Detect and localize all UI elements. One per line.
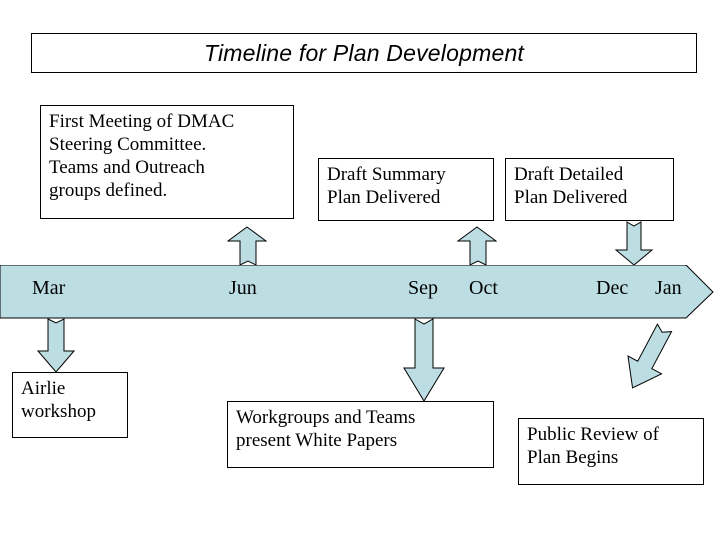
slide-title-box: Timeline for Plan Development (31, 33, 697, 73)
arrow-down-workgroups-icon (402, 318, 446, 404)
callout-line: Teams and Outreach (49, 157, 205, 178)
callout-line: Plan Delivered (514, 187, 628, 208)
callout-line: workshop (21, 401, 96, 422)
callout-line: present White Papers (236, 430, 398, 451)
callout-line: Airlie (21, 378, 66, 399)
callout-first-meeting: First Meeting of DMAC Steering Committee… (40, 105, 294, 219)
month-label-oct: Oct (469, 277, 498, 299)
callout-line: Plan Begins (527, 447, 619, 468)
callout-line: Steering Committee. (49, 134, 207, 155)
callout-line: Plan Delivered (327, 187, 441, 208)
callout-line: groups defined. (49, 180, 168, 201)
callout-line: Draft Detailed (514, 164, 624, 185)
callout-line: Workgroups and Teams (236, 407, 416, 428)
month-label-sep: Sep (408, 277, 438, 299)
callout-draft-detailed: Draft Detailed Plan Delivered (505, 158, 674, 221)
arrow-down-draft-detailed-icon (614, 221, 654, 267)
month-label-jan: Jan (655, 277, 682, 299)
callout-line: Draft Summary (327, 164, 446, 185)
arrow-up-draft-summary-icon (457, 226, 497, 266)
callout-workgroups: Workgroups and Teams present White Paper… (227, 401, 494, 468)
month-label-mar: Mar (32, 277, 66, 299)
timeline-arrow-shape (0, 265, 714, 319)
callout-public-review: Public Review of Plan Begins (518, 418, 704, 485)
callout-line: First Meeting of DMAC (49, 111, 235, 132)
page-title: Timeline for Plan Development (203, 39, 525, 66)
callout-airlie-workshop: Airlie workshop (12, 372, 128, 438)
arrow-down-airlie-icon (36, 318, 76, 374)
timeline-band (0, 265, 714, 319)
callout-draft-summary: Draft Summary Plan Delivered (318, 158, 494, 221)
callout-line: Public Review of (527, 424, 659, 445)
arrow-down-left-public-review-icon (613, 322, 683, 400)
month-label-dec: Dec (596, 277, 629, 299)
month-label-jun: Jun (229, 277, 257, 299)
arrow-up-first-meeting-icon (227, 226, 267, 266)
